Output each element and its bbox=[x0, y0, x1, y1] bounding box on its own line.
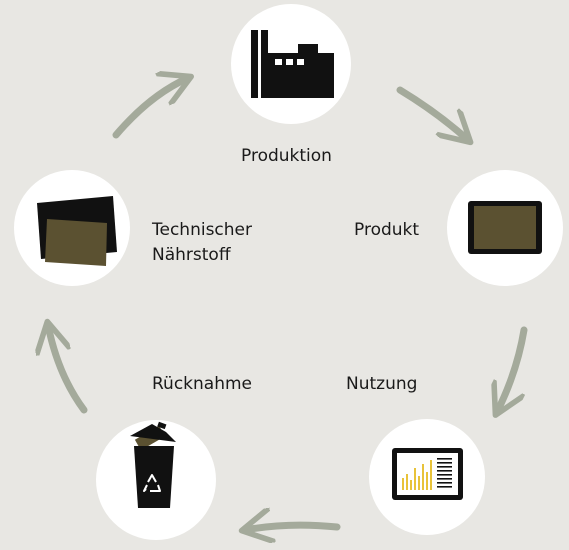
arrow-naehrstoff-to-produktion bbox=[112, 78, 188, 139]
arrow-produktion-to-produkt bbox=[396, 86, 468, 140]
stage-label-naehrstoff: Technischer Nährstoff bbox=[152, 218, 252, 268]
material-sheets-icon bbox=[37, 196, 117, 266]
tablet-chart-icon bbox=[392, 448, 463, 500]
arrow-nutzung-to-ruecknahme bbox=[245, 525, 341, 530]
tablet-icon bbox=[468, 201, 542, 254]
stage-label-produkt: Produkt bbox=[354, 220, 420, 240]
stage-label-produktion: Produktion bbox=[241, 146, 332, 166]
arrow-produkt-to-nutzung bbox=[497, 326, 528, 412]
stage-label-nutzung: Nutzung bbox=[346, 374, 418, 394]
stage-label-naehrstoff-line2: Nährstoff bbox=[152, 245, 231, 265]
factory-icon bbox=[251, 30, 334, 98]
stage-label-naehrstoff-line1: Technischer bbox=[152, 220, 252, 240]
stage-label-ruecknahme: Rücknahme bbox=[152, 374, 252, 394]
recycle-bin-icon bbox=[130, 421, 176, 508]
arrow-ruecknahme-to-naehrstoff bbox=[48, 325, 88, 414]
